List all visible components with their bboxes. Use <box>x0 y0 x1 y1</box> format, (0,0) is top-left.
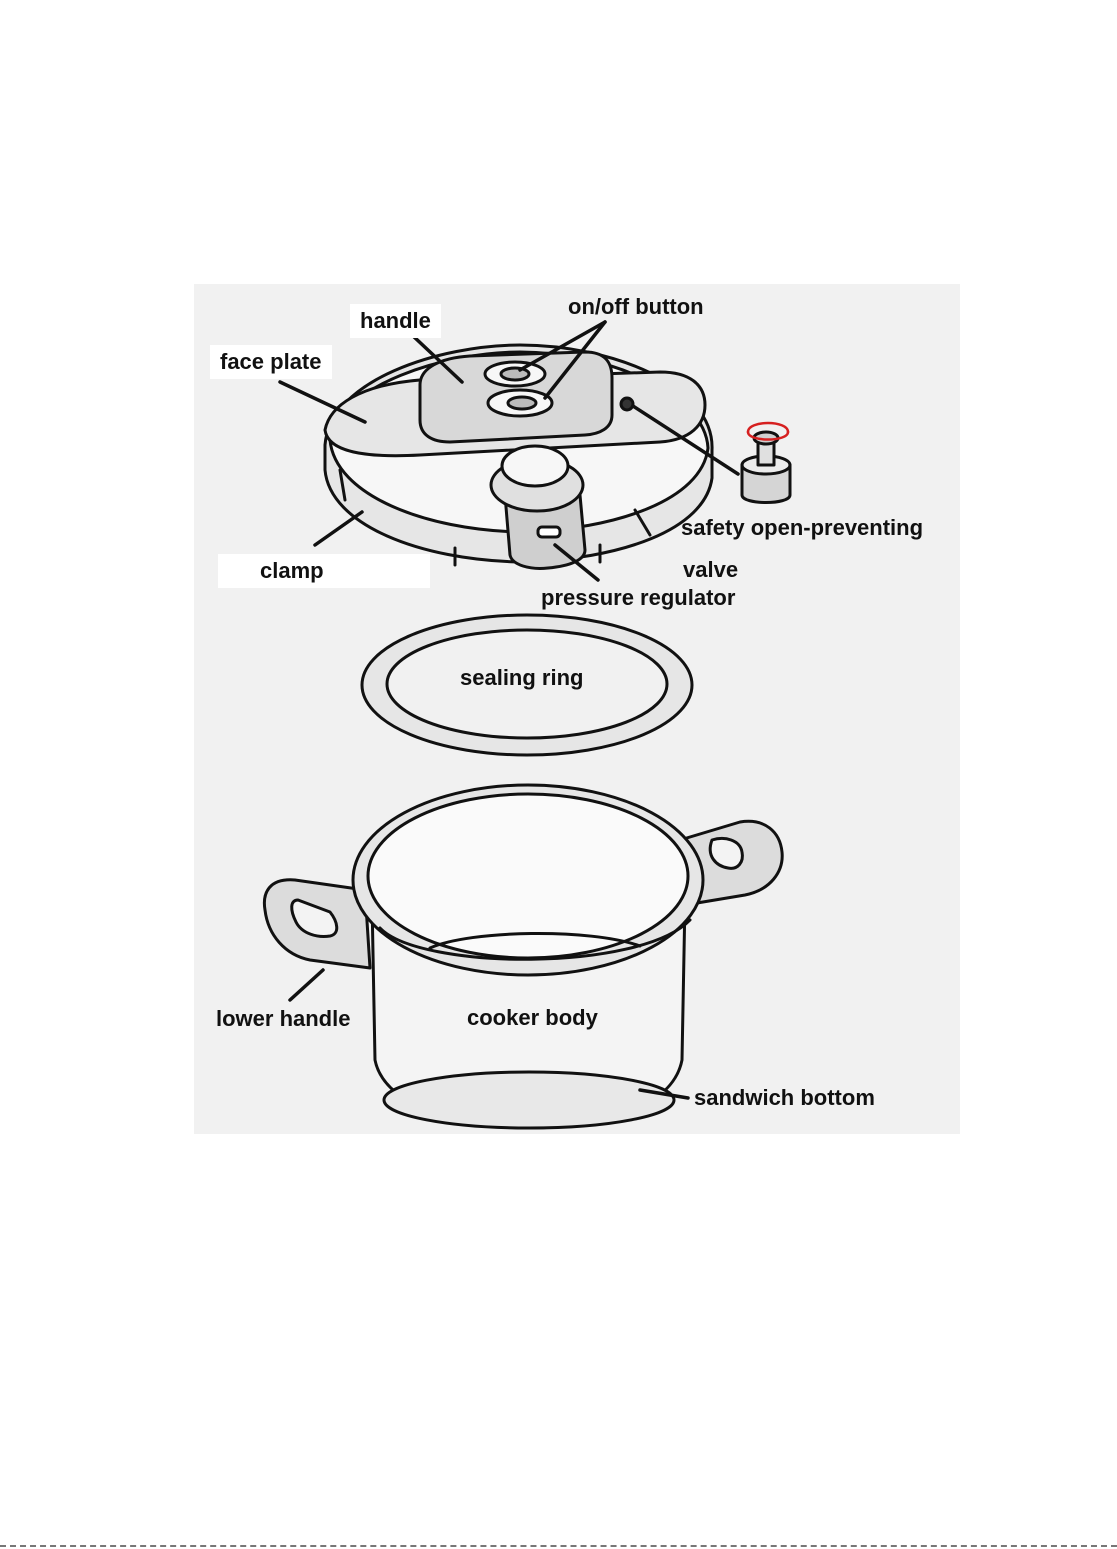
label-lower-handle: lower handle <box>216 1008 350 1030</box>
label-valve: valve <box>683 559 738 581</box>
label-sealing-ring: sealing ring <box>460 667 583 689</box>
label-safety-open-preventing: safety open-preventing <box>681 517 923 539</box>
label-handle: handle <box>350 304 441 338</box>
safety-valve-part <box>742 423 790 503</box>
lid <box>325 345 712 568</box>
safety-hole <box>621 398 633 410</box>
cooker-body <box>264 785 782 1128</box>
label-clamp: clamp <box>218 554 430 588</box>
label-face-plate: face plate <box>210 345 332 379</box>
page-edge-rule <box>0 1545 1117 1547</box>
label-on-off-button: on/off button <box>568 296 704 318</box>
label-sandwich-bottom: sandwich bottom <box>694 1087 875 1109</box>
label-cooker-body: cooker body <box>467 1007 598 1029</box>
label-pressure-regulator: pressure regulator <box>541 587 735 609</box>
